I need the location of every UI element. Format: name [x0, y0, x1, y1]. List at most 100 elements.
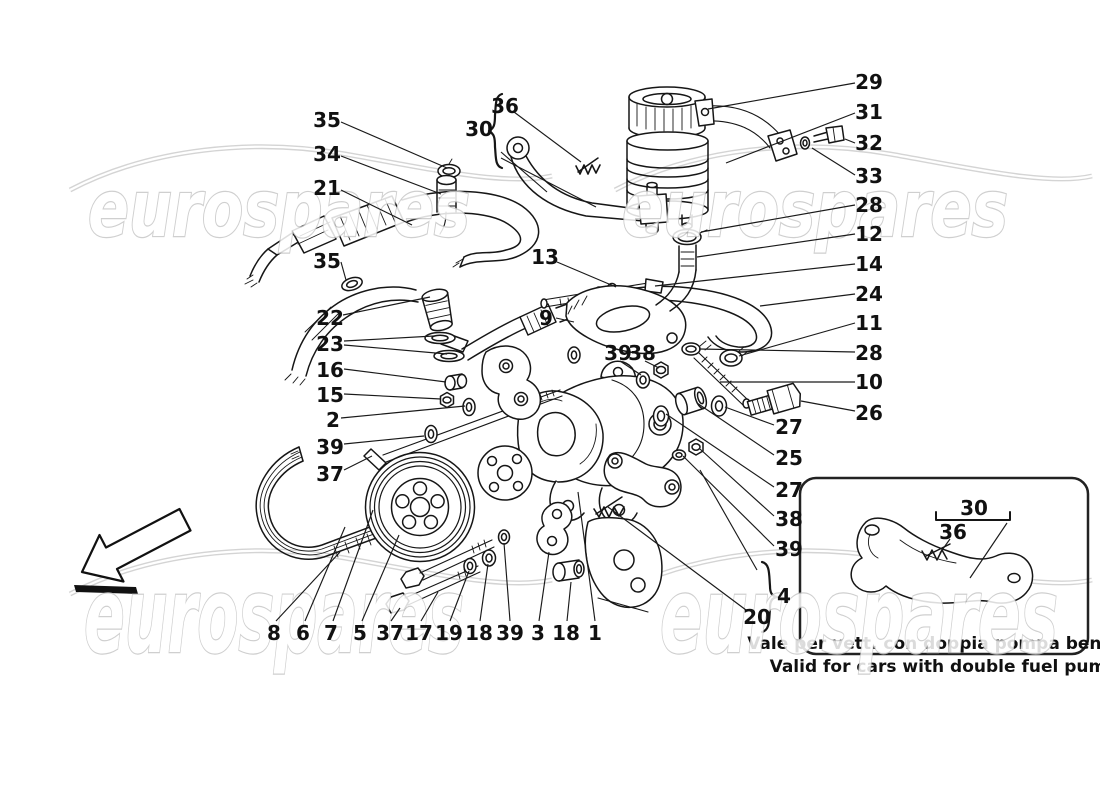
leader-30-top [500, 151, 548, 193]
leader-39-right [682, 455, 775, 547]
callout-16: 16 [316, 358, 344, 382]
callout-27-b: 27 [775, 478, 803, 502]
callout-38-mid: 38 [628, 341, 656, 365]
callout-2: 2 [326, 408, 340, 432]
leader-1 [577, 491, 596, 622]
bracket-9 [565, 285, 687, 355]
tensioner-arm-lower [593, 451, 682, 518]
leader-21 [340, 189, 413, 226]
watermark-top-right: eurospares [622, 165, 1008, 255]
callout-33: 33 [855, 164, 883, 188]
callout-11: 11 [855, 311, 883, 335]
callout-17: 17 [405, 621, 433, 645]
callout-4: 4 [777, 584, 791, 608]
leader-9 [555, 317, 575, 323]
leader-31 [725, 112, 856, 164]
callout-1: 1 [588, 621, 602, 645]
leader-30-inset [969, 522, 1008, 579]
leader-20 [607, 506, 747, 611]
callout-37-bottom: 37 [376, 621, 404, 645]
callout-13: 13 [531, 245, 559, 269]
hose-21-assembly [244, 190, 540, 288]
callout-9: 9 [539, 306, 553, 330]
inset-caption-english: Valid for cars with double fuel pump [770, 657, 1100, 677]
leader-19 [449, 570, 470, 622]
callout-20: 20 [743, 605, 771, 629]
leader-38-mid [644, 360, 660, 369]
leader-35-mid [340, 261, 347, 281]
callout-21: 21 [313, 176, 341, 200]
leader-22 [342, 296, 431, 316]
callout-31: 31 [855, 100, 883, 124]
callout-36-inset: 36 [939, 520, 967, 544]
callout-30-top: 30 [465, 117, 493, 141]
leader-16 [343, 368, 447, 383]
leader-12 [696, 233, 856, 258]
callout-39-right: 39 [775, 537, 803, 561]
union-chain-right [635, 342, 802, 461]
callout-5: 5 [353, 621, 367, 645]
callout-18-a: 18 [465, 621, 493, 645]
leader-30-top-1 [500, 157, 597, 208]
callout-35-top: 35 [313, 108, 341, 132]
strap-31-bolt-32 [694, 98, 845, 162]
callout-6: 6 [296, 621, 310, 645]
leader-6 [304, 526, 346, 622]
callout-37-left: 37 [316, 462, 344, 486]
leader-28-lower [698, 348, 856, 353]
inset-bracket-30 [850, 511, 1034, 604]
tensioner-arm-30 [506, 136, 669, 225]
watermark-bottom-right: eurospares [660, 555, 1058, 677]
callout-10: 10 [855, 370, 883, 394]
leader-34 [340, 155, 442, 195]
leader-18-a [479, 563, 489, 622]
direction-arrow [74, 507, 192, 594]
callout-25: 25 [775, 446, 803, 470]
leader-15 [343, 393, 442, 400]
lower-bolts-washers [385, 501, 585, 614]
leader-32 [844, 138, 856, 144]
leader-23 [343, 335, 435, 342]
leader-37-bottom [390, 607, 401, 622]
leader-14 [654, 263, 856, 287]
callout-38-right: 38 [775, 507, 803, 531]
leader-29 [707, 82, 856, 110]
callout-23: 23 [316, 332, 344, 356]
callout-8: 8 [267, 621, 281, 645]
leader-39-mid [619, 360, 642, 376]
callout-26: 26 [855, 401, 883, 425]
leader-17 [420, 591, 439, 622]
leader-5 [361, 534, 400, 622]
leader-37-left [343, 455, 373, 471]
callout-7: 7 [324, 621, 338, 645]
clamp-35-and-pipe-34 [436, 158, 461, 235]
leader-35-top [340, 121, 448, 169]
callout-14: 14 [855, 252, 883, 276]
leader-4 [699, 469, 758, 571]
callout-12: 12 [855, 222, 883, 246]
callout-34: 34 [313, 142, 341, 166]
leader-38-right [699, 448, 775, 517]
callout-28-upper: 28 [855, 193, 883, 217]
leader-39-left [343, 435, 425, 445]
watermark-text: eurospares eurospares eurospares eurospa… [83, 164, 1059, 678]
callout-24: 24 [855, 282, 883, 306]
watermark-bottom-left: eurospares [84, 555, 464, 677]
leader-3 [538, 551, 550, 622]
clamp-28-pipe-12 [655, 228, 708, 312]
callout-layer: 3534213522231615239373630139393829313233… [267, 70, 1008, 645]
leader-36-top [513, 111, 582, 163]
leader-27-b [665, 413, 775, 488]
leader-2 [340, 405, 466, 419]
leader-7 [332, 509, 374, 622]
callout-29: 29 [855, 70, 883, 94]
callout-22: 22 [316, 306, 344, 330]
watermark-top-left: eurospares [88, 165, 470, 255]
leader-18-b [566, 581, 572, 622]
pulley [364, 451, 476, 563]
inset-caption-italian: Vale per vett. con doppia pompa benzina [747, 634, 1100, 654]
leader-28-upper [700, 204, 856, 233]
leader-39-bottom [503, 542, 511, 622]
